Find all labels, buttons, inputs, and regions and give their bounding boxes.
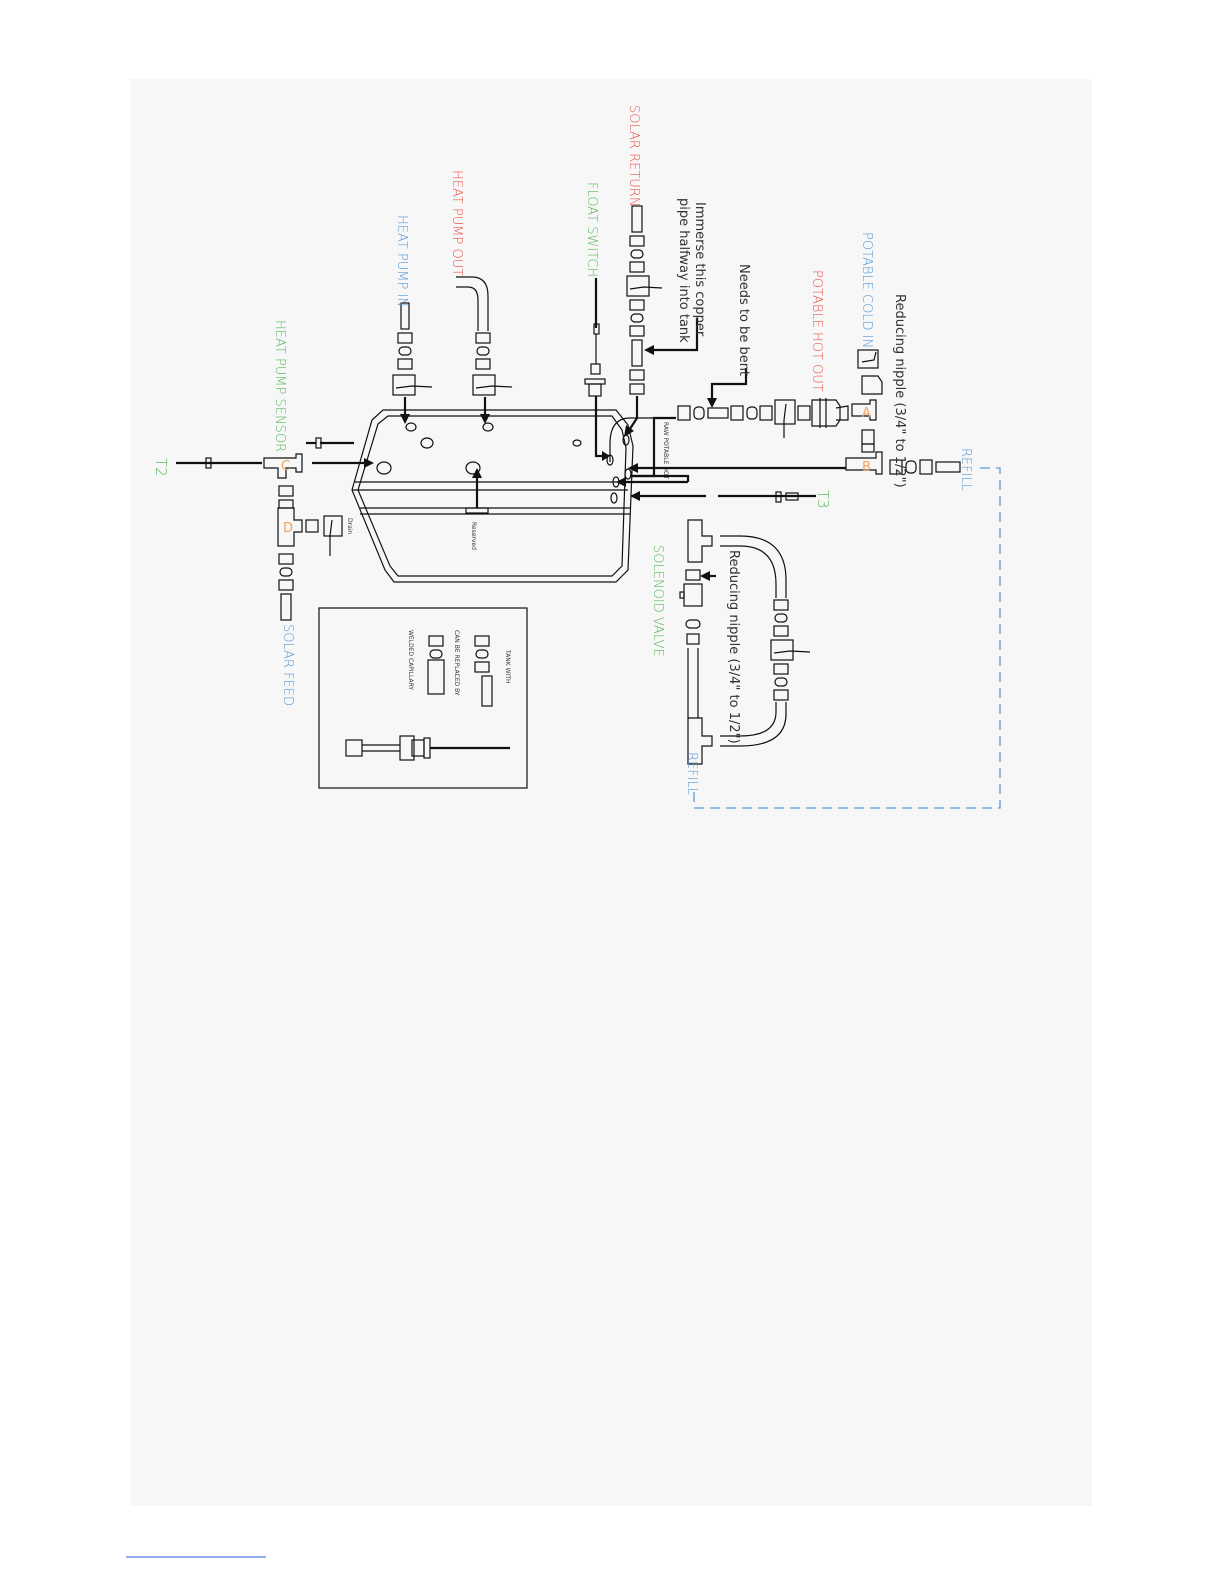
diagram-panel xyxy=(130,79,1092,1506)
float-switch-assembly xyxy=(584,278,610,461)
refill-label-top: REFILL xyxy=(958,448,973,491)
immerse-note-line-1: Immerse this copper xyxy=(692,202,707,337)
solar-return-assembly xyxy=(624,205,699,437)
inset-line-3: WELDED CAPILLARY xyxy=(407,630,414,690)
heat-pump-out-assembly xyxy=(456,276,513,424)
potable-cold-in-label: POTABLE COLD IN xyxy=(859,232,874,348)
refill-label-bottom: REFILL xyxy=(684,752,699,795)
solenoid-valve-label: SOLENOID VALVE xyxy=(650,545,665,657)
t3-sensor-assembly xyxy=(616,474,816,503)
solenoid-refill-assembly xyxy=(679,467,1001,809)
potable-cold-in-assembly: B xyxy=(628,349,961,475)
inset-detail-box: TANK WITH CAN BE REPLACED BY WELDED CAPI… xyxy=(318,607,528,789)
reserved-note: Reserved xyxy=(470,522,477,550)
reducing-nipple-top-note: Reducing nipple (3/4" to 1/2") xyxy=(892,294,907,488)
drain-note: Drain xyxy=(346,518,353,534)
junction-c: C xyxy=(281,459,290,474)
solar-feed-label: SOLAR FEED xyxy=(280,624,295,706)
float-switch-label: FLOAT SWITCH xyxy=(584,182,599,277)
junction-d: D xyxy=(283,521,293,536)
immerse-note-line-2: pipe halfway into tank xyxy=(676,198,691,343)
reducing-nipple-bottom-note: Reducing nipple (3/4" to 1/2") xyxy=(726,550,741,744)
diagram-labels: SOLAR RETURN FLOAT SWITCH HEAT PUMP OUT … xyxy=(152,105,973,795)
heat-pump-out-label: HEAT PUMP OUT xyxy=(449,170,464,276)
raw-potable-hot-label: RAW POTABLE HOT xyxy=(662,422,669,480)
heat-pump-in-label: HEAT PUMP IN xyxy=(394,215,409,307)
junction-b: B xyxy=(862,460,871,475)
inset-line-1: TANK WITH xyxy=(504,649,511,684)
storage-tank: Reserved xyxy=(351,409,634,583)
needs-bent-note: Needs to be bent xyxy=(736,264,751,376)
junction-a: A xyxy=(862,406,871,421)
t2-label: T2 xyxy=(152,458,170,477)
heat-pump-in-assembly xyxy=(392,302,433,424)
heat-pump-sensor-label: HEAT PUMP SENSOR xyxy=(272,320,287,452)
heat-pump-sensor-assembly: C D Drain xyxy=(176,437,374,621)
t3-label: T3 xyxy=(814,490,832,509)
inset-line-2: CAN BE REPLACED BY xyxy=(453,630,460,696)
solar-return-label: SOLAR RETURN xyxy=(626,105,641,207)
potable-hot-out-label: POTABLE HOT OUT xyxy=(809,270,824,392)
